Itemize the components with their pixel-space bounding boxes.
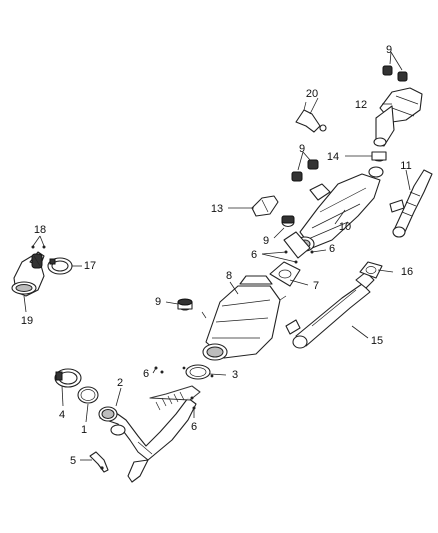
callout-3: 3: [232, 369, 238, 381]
callout-14: 14: [327, 151, 339, 163]
leader-lines: [23, 51, 411, 461]
sensor-nut-9-top: [382, 65, 408, 82]
clamp-ring-17: [47, 257, 73, 275]
gasket-ring-1: [77, 386, 99, 404]
callout-6-lower-left: 6: [143, 368, 149, 380]
callout-2: 2: [117, 377, 123, 389]
diesel-particulate-filter-10: [283, 166, 384, 259]
tail-pipe-11: [389, 169, 433, 238]
tailpipe-tip-12: [373, 87, 423, 147]
connector-14: [371, 151, 387, 162]
hanger-20: [295, 101, 327, 133]
front-pipe-2: [98, 385, 201, 483]
callout-9-top: 9: [386, 44, 392, 56]
callout-8: 8: [226, 270, 232, 282]
callout-10: 10: [339, 221, 351, 233]
callout-5: 5: [70, 455, 76, 467]
gasket-3: [182, 364, 214, 380]
callout-20: 20: [306, 88, 318, 100]
callout-15: 15: [371, 335, 383, 347]
callout-19: 19: [21, 315, 33, 327]
sensor-nut-9-mid: [281, 215, 295, 228]
outlet-assembly-19: [11, 251, 45, 297]
callout-6-lower-right: 6: [191, 421, 197, 433]
callout-9-upper: 9: [299, 143, 305, 155]
hanger-bracket-5: [89, 451, 109, 473]
callout-18: 18: [34, 224, 46, 236]
flange-gasket-16: [359, 261, 383, 279]
dots-18: [31, 245, 46, 249]
callout-7: 7: [313, 280, 319, 292]
sensor-nut-9-upper: [291, 159, 319, 182]
band-clamp-4: [54, 368, 82, 388]
callout-12: 12: [355, 99, 367, 111]
gasket-plate-7: [269, 261, 301, 287]
sensor-nut-9-lower: [177, 298, 193, 311]
callout-9-lower: 9: [155, 296, 161, 308]
callout-13: 13: [211, 203, 223, 215]
callout-6-upper-left: 6: [251, 249, 257, 261]
callout-16: 16: [401, 266, 413, 278]
mid-pipe-15: [285, 271, 375, 349]
bracket-13: [251, 195, 279, 217]
callout-17: 17: [84, 260, 96, 272]
callout-6-upper-right: 6: [329, 243, 335, 255]
callout-labels: 9 20 12 9 14 11 13 10 9 6 6 7 16 8 9 15 …: [21, 44, 413, 467]
catalytic-converter-8: [201, 275, 287, 361]
callout-4: 4: [59, 409, 65, 421]
callout-11: 11: [400, 160, 411, 172]
callout-9-mid: 9: [263, 235, 269, 247]
callout-1: 1: [81, 424, 87, 436]
